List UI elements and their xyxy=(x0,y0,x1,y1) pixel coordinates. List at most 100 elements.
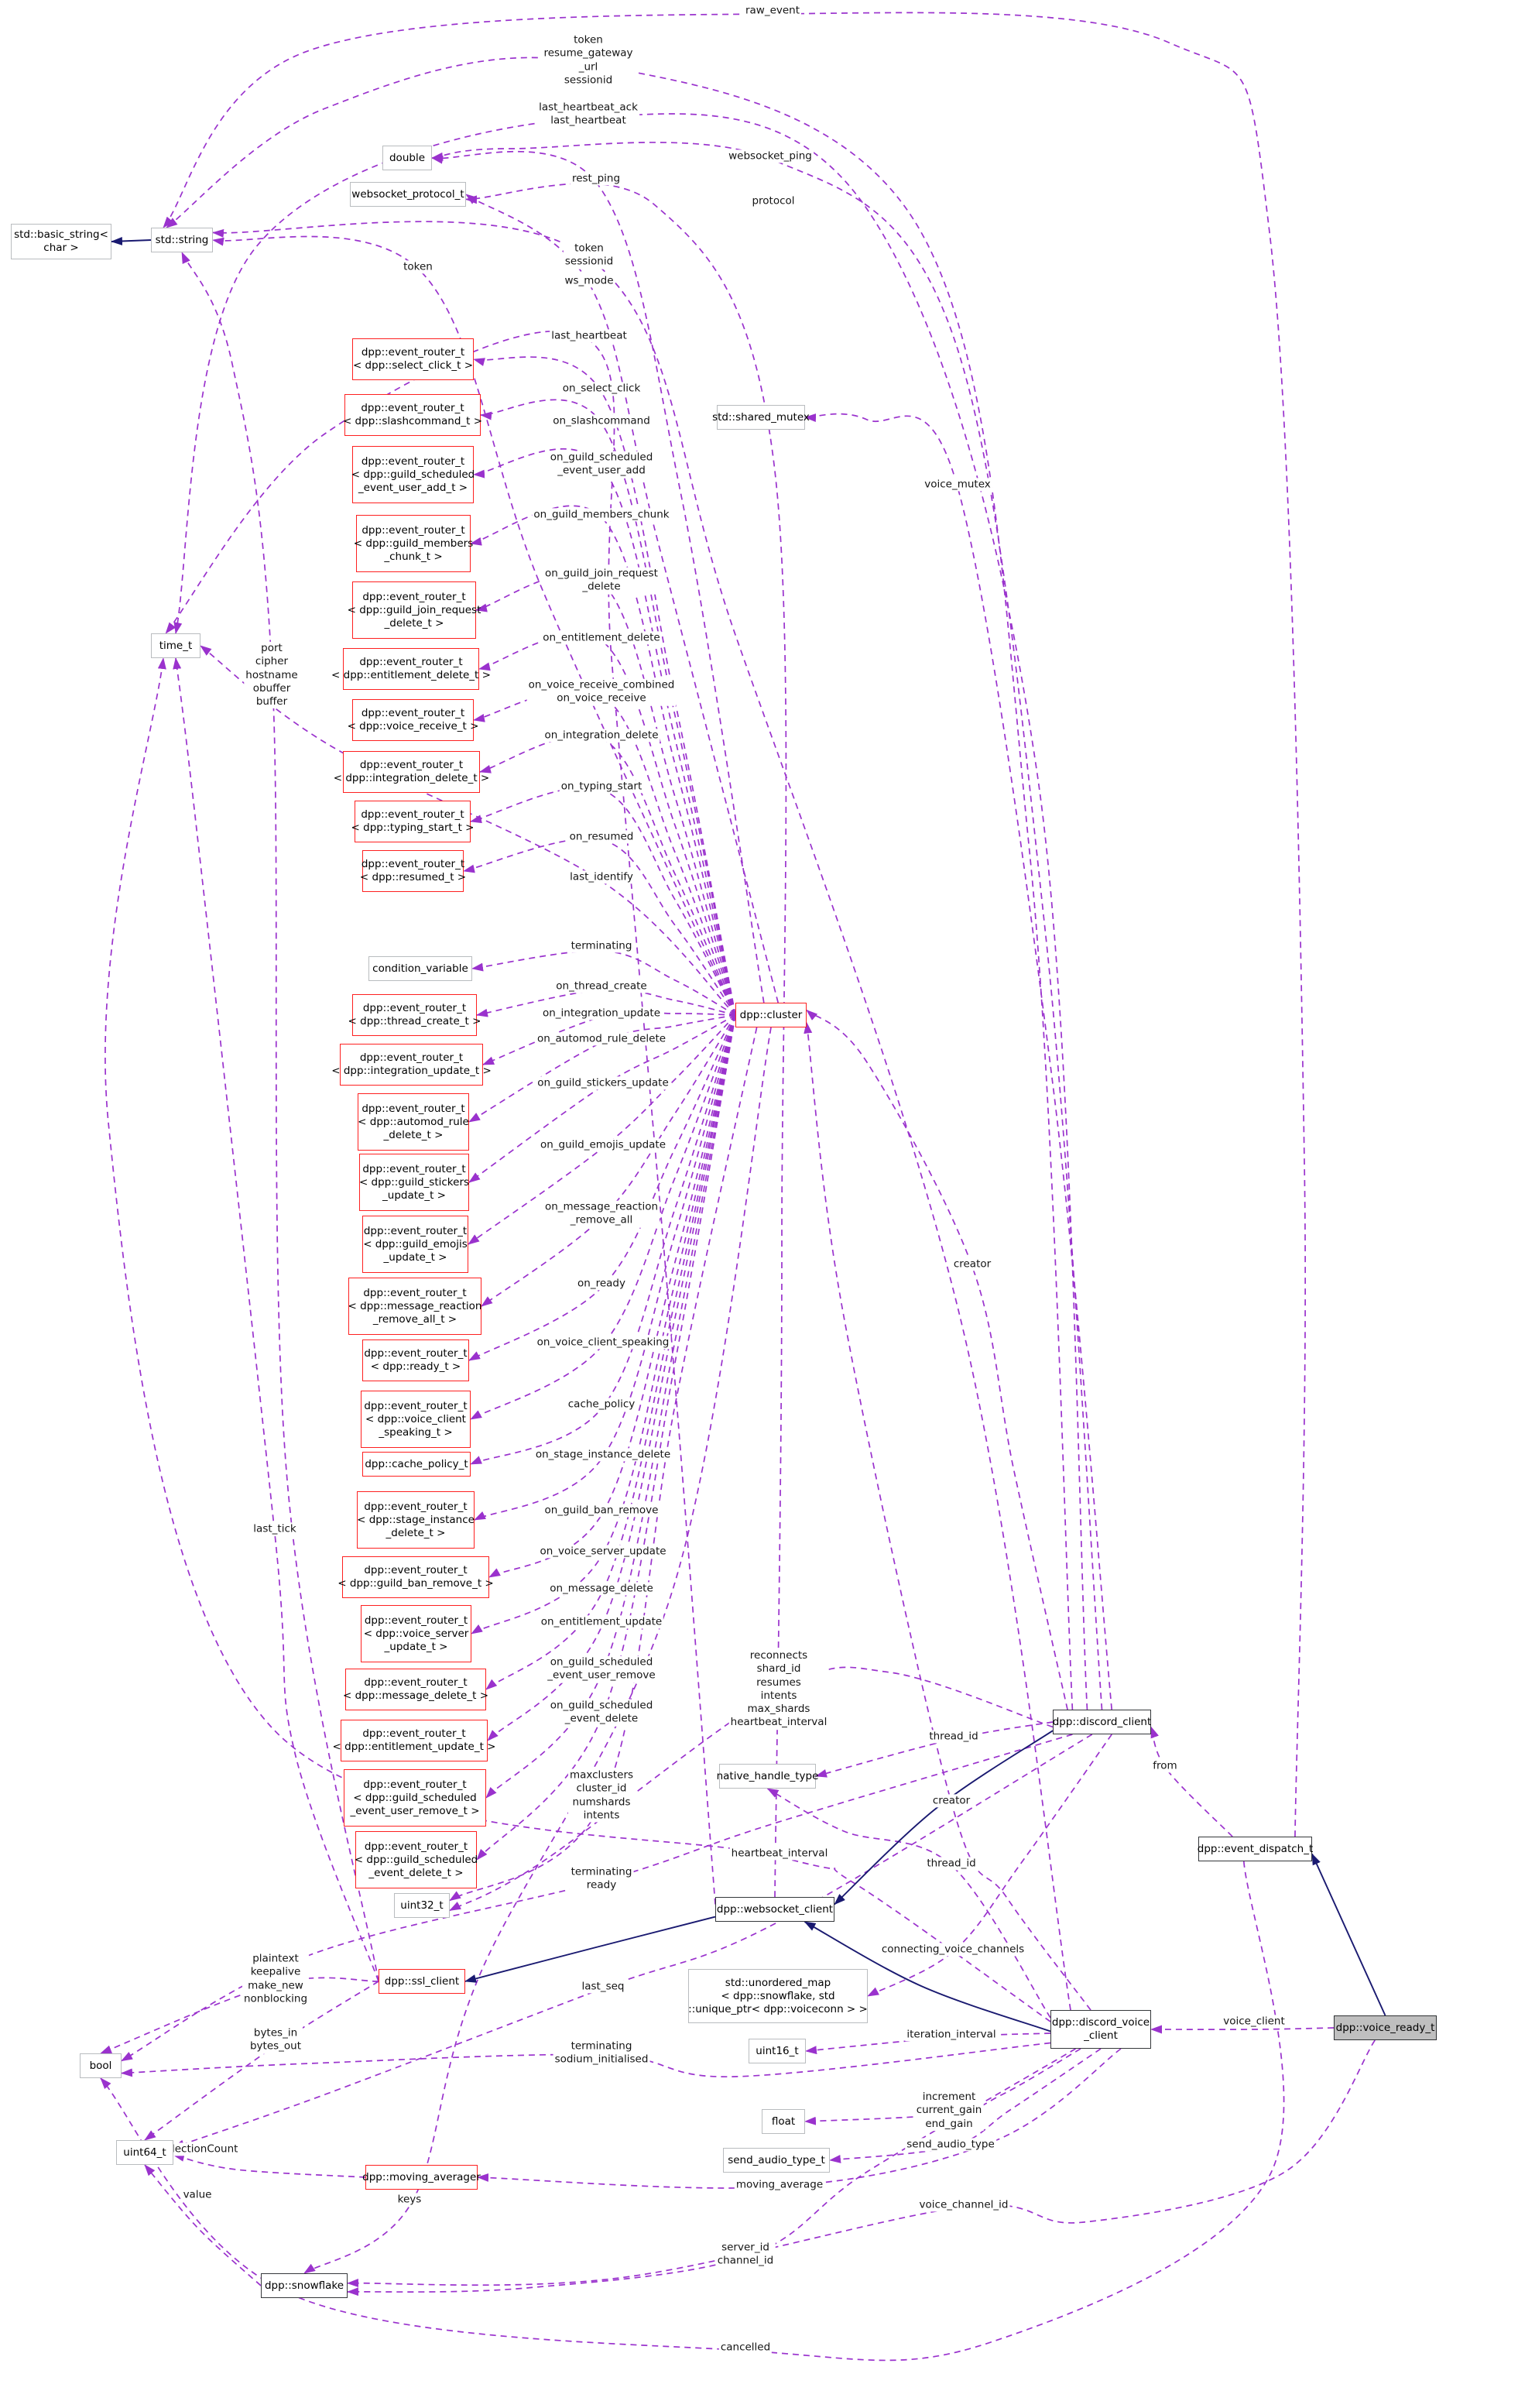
edge-label-line: iteration_interval xyxy=(906,2028,996,2041)
edge-label-line: intents xyxy=(760,1689,797,1702)
node-label-line: dpp::event_router_t xyxy=(362,1162,466,1175)
node-er_entitlement_delete[interactable]: dpp::event_router_t< dpp::entitlement_de… xyxy=(331,648,491,690)
edge-label-on_guild_scheduled_event_user_add: on_guild_scheduled_event_user_add xyxy=(548,451,655,479)
node-cache_policy_t[interactable]: dpp::cache_policy_t xyxy=(362,1452,471,1477)
node-label-line: dpp::event_router_t xyxy=(364,1840,468,1853)
node-label-line: < dpp::entitlement_delete_t > xyxy=(331,669,491,681)
edge-cluster-to-er_typing_start xyxy=(470,786,736,1016)
node-label-line: dpp::ssl_client xyxy=(384,1974,460,1988)
node-string: std::string xyxy=(151,228,213,252)
node-label-line: < dpp::guild_stickers xyxy=(358,1175,470,1189)
node-er_guild_scheduled_event_user_remove[interactable]: dpp::event_router_t< dpp::guild_schedule… xyxy=(344,1769,486,1827)
edge-label-line: thread_id xyxy=(929,1730,978,1743)
edge-voice_ready_t-to-snowflake xyxy=(347,2039,1376,2288)
edge-label-thread_id_voice_client: thread_id xyxy=(925,1857,978,1871)
edge-label-line: on_voice_receive_combined xyxy=(528,678,675,691)
edge-label-heartbeat_interval: heartbeat_interval xyxy=(729,1847,830,1861)
node-er_automod_rule_delete[interactable]: dpp::event_router_t< dpp::automod_rule_d… xyxy=(358,1093,469,1151)
node-er_guild_emojis_update[interactable]: dpp::event_router_t< dpp::guild_emojis_u… xyxy=(362,1216,468,1273)
node-ssl_client[interactable]: dpp::ssl_client xyxy=(379,1969,465,1994)
node-snowflake[interactable]: dpp::snowflake xyxy=(261,2273,348,2298)
edge-cluster-to-double xyxy=(431,150,765,1003)
node-bool: bool xyxy=(80,2053,122,2078)
edge-label-line: on_thread_create xyxy=(556,979,647,993)
node-er_voice_server_update[interactable]: dpp::event_router_t< dpp::voice_server_u… xyxy=(361,1605,471,1662)
node-websocket_client[interactable]: dpp::websocket_client xyxy=(715,1897,834,1922)
edge-label-last_seq: last_seq xyxy=(580,1980,626,1994)
node-er_message_reaction_remove_all[interactable]: dpp::event_router_t< dpp::message_reacti… xyxy=(348,1278,481,1335)
edge-label-line: cache_policy xyxy=(567,1398,636,1411)
node-er_guild_scheduled_event_user_add[interactable]: dpp::event_router_t< dpp::guild_schedule… xyxy=(351,446,475,503)
edge-label-line: terminating xyxy=(571,1865,632,1878)
edge-label-on_automod_rule_delete: on_automod_rule_delete xyxy=(535,1032,668,1046)
edge-label-last_tick: last_tick xyxy=(252,1522,298,1536)
edge-discord_client-to-cluster xyxy=(806,1009,1068,1710)
node-label-line: < dpp::guild_join_request xyxy=(347,603,481,616)
edge-cluster-to-er_guild_scheduled_event_user_remove xyxy=(485,1014,736,1799)
node-label-line: < dpp::guild_scheduled xyxy=(354,1853,478,1866)
node-er_integration_delete[interactable]: dpp::event_router_t< dpp::integration_de… xyxy=(334,751,489,793)
node-label-line: dpp::event_router_t xyxy=(361,346,465,358)
node-er_select_click[interactable]: dpp::event_router_t< dpp::select_click_t… xyxy=(352,338,474,380)
node-discord_voice_client[interactable]: dpp::discord_voice_client xyxy=(1050,2010,1151,2049)
edge-label-protocol: protocol xyxy=(750,194,797,208)
node-er_guild_members_chunk[interactable]: dpp::event_router_t< dpp::guild_members_… xyxy=(354,515,473,572)
node-er_message_delete[interactable]: dpp::event_router_t< dpp::message_delete… xyxy=(343,1669,488,1710)
node-label-line: dpp::event_router_t xyxy=(362,590,466,603)
edge-label-line: voice_mutex xyxy=(924,478,991,491)
node-er_voice_receive[interactable]: dpp::event_router_t< dpp::voice_receive_… xyxy=(348,699,478,741)
edge-label-line: _event_delete xyxy=(564,1713,639,1725)
node-er_entitlement_update[interactable]: dpp::event_router_t< dpp::entitlement_up… xyxy=(333,1720,495,1761)
node-er_ready[interactable]: dpp::event_router_t< dpp::ready_t > xyxy=(362,1339,469,1381)
edge-label-line: token xyxy=(403,260,433,273)
node-event_dispatch_t[interactable]: dpp::event_dispatch_t xyxy=(1198,1837,1313,1861)
edge-moving_averager-to-uint64_t xyxy=(173,2153,366,2178)
edge-label-line: heartbeat_interval xyxy=(731,1847,828,1860)
node-er_integration_update[interactable]: dpp::event_router_t< dpp::integration_up… xyxy=(331,1044,492,1086)
edge-label-line: on_guild_emojis_update xyxy=(540,1138,666,1151)
node-discord_client[interactable]: dpp::discord_client xyxy=(1053,1710,1151,1734)
edge-label-on_guild_scheduled_event_user_remove: on_guild_scheduled_event_user_remove xyxy=(546,1655,657,1683)
edge-cluster-to-er_voice_client_speaking xyxy=(470,1014,736,1420)
edge-label-creator_discord_client: creator xyxy=(951,1257,993,1271)
edge-label-line: last_seq xyxy=(581,1980,625,1993)
node-label-line: ::unique_ptr< dpp::voiceconn > > xyxy=(688,2002,868,2015)
edge-label-line: increment xyxy=(922,2091,976,2104)
edge-voice_ready_t-to-discord_voice_client xyxy=(1150,2025,1335,2034)
edge-ssl_client-to-bool xyxy=(100,1977,379,2054)
node-er_stage_instance_delete[interactable]: dpp::event_router_t< dpp::stage_instance… xyxy=(357,1491,475,1549)
node-er_slashcommand[interactable]: dpp::event_router_t< dpp::slashcommand_t… xyxy=(343,394,482,436)
node-er_thread_create[interactable]: dpp::event_router_t< dpp::thread_create_… xyxy=(348,994,481,1036)
node-uint32_t: uint32_t xyxy=(394,1893,450,1918)
node-moving_averager[interactable]: dpp::moving_averager xyxy=(362,2165,481,2190)
node-cluster[interactable]: dpp::cluster xyxy=(735,1003,807,1027)
edge-label-send_audio_type: send_audio_type xyxy=(905,2138,996,2152)
node-er_guild_stickers_update[interactable]: dpp::event_router_t< dpp::guild_stickers… xyxy=(359,1154,469,1211)
edge-cluster-to-er_message_delete xyxy=(485,1014,736,1690)
node-label-line: dpp::cache_policy_t xyxy=(365,1457,468,1470)
node-er_guild_scheduled_event_delete[interactable]: dpp::event_router_t< dpp::guild_schedule… xyxy=(354,1831,478,1888)
edge-label-line: on_guild_members_chunk xyxy=(533,508,670,521)
node-er_resumed[interactable]: dpp::event_router_t< dpp::resumed_t > xyxy=(360,850,466,892)
node-er_typing_start[interactable]: dpp::event_router_t< dpp::typing_start_t… xyxy=(351,801,475,842)
edge-label-on_guild_join_request_delete: on_guild_join_request_delete xyxy=(543,567,660,595)
node-er_guild_join_request_delete[interactable]: dpp::event_router_t< dpp::guild_join_req… xyxy=(348,581,481,639)
edge-label-line: heartbeat_interval xyxy=(730,1716,828,1729)
node-label-line: _client xyxy=(1084,2029,1118,2042)
edge-label-line: bytes_out xyxy=(249,2040,302,2053)
node-label-line: bool xyxy=(89,2059,112,2072)
edge-discord_voice_client-to-moving_averager xyxy=(477,2048,1122,2189)
node-er_voice_client_speaking[interactable]: dpp::event_router_t< dpp::voice_client_s… xyxy=(361,1391,471,1448)
edge-discord_client-to-double xyxy=(431,142,1103,1710)
node-condition_variable: condition_variable xyxy=(368,956,472,981)
edge-label-line: voice_client xyxy=(1223,2015,1285,2028)
edge-label-websocket_ping: websocket_ping xyxy=(727,149,814,163)
edge-label-on_guild_scheduled_event_delete: on_guild_scheduled_event_delete xyxy=(548,1699,655,1727)
edge-label-line: _remove_all xyxy=(570,1214,633,1226)
node-label-line: std::basic_string< xyxy=(14,228,108,241)
edge-label-line: last_tick xyxy=(253,1522,296,1535)
node-er_guild_ban_remove[interactable]: dpp::event_router_t< dpp::guild_ban_remo… xyxy=(338,1556,494,1598)
